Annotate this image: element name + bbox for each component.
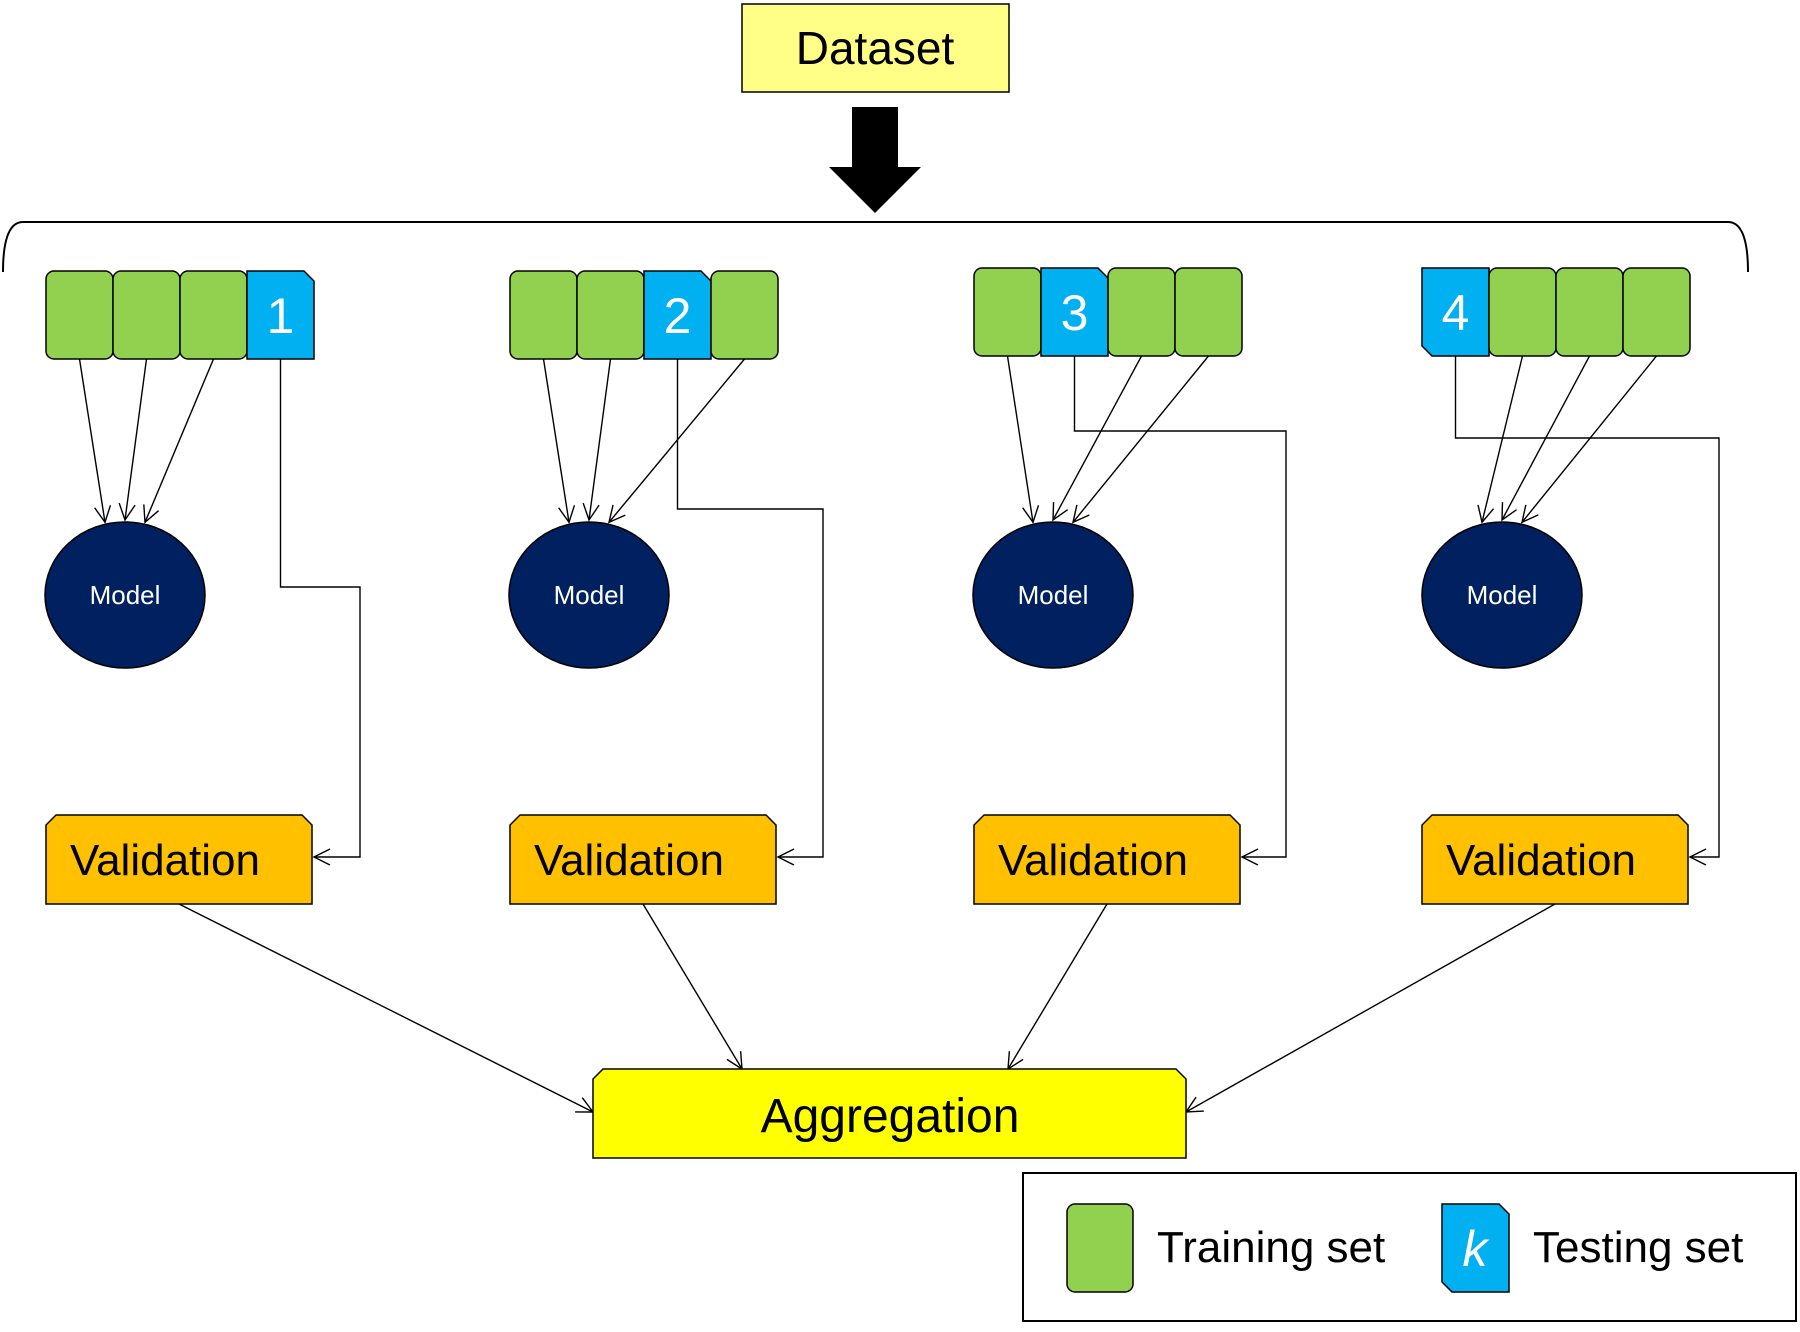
training-arrow xyxy=(78,358,112,524)
training-arrow xyxy=(1072,355,1210,524)
training-segment xyxy=(45,270,114,360)
training-arrow xyxy=(608,358,746,524)
dataset-label: Dataset xyxy=(796,22,955,74)
training-segment xyxy=(509,270,578,360)
training-segment xyxy=(179,270,248,360)
aggregation-node: Aggregation xyxy=(592,1068,1187,1159)
training-arrow xyxy=(1521,355,1658,524)
validation-box xyxy=(973,814,1241,905)
training-segment xyxy=(576,270,645,360)
training-segment xyxy=(710,270,779,360)
training-segment xyxy=(1174,267,1243,357)
aggregation-arrow xyxy=(1184,903,1556,1113)
aggregation-label: Aggregation xyxy=(761,1090,1020,1143)
training-segment xyxy=(1622,267,1691,357)
aggregation-box xyxy=(592,1068,1187,1159)
validation-box xyxy=(1421,814,1689,905)
testing-route xyxy=(1073,356,1287,866)
testing-segment-label: 2 xyxy=(664,288,692,344)
training-segment xyxy=(112,270,181,360)
legend-training-swatch xyxy=(1066,1203,1134,1293)
legend-testing-swatch xyxy=(1441,1203,1510,1293)
dataset-box xyxy=(741,3,1010,93)
training-segment xyxy=(973,267,1042,357)
training-arrow xyxy=(143,358,215,524)
training-arrow xyxy=(1052,355,1143,522)
validation-label: Validation xyxy=(534,836,724,885)
testing-segment-label: 3 xyxy=(1061,285,1089,341)
split-arrow-icon xyxy=(829,107,921,213)
legend-box xyxy=(1022,1172,1797,1322)
testing-route xyxy=(676,359,824,866)
model-label: Model xyxy=(1018,580,1089,610)
validation-box xyxy=(509,814,777,905)
training-segment xyxy=(1107,267,1176,357)
model-node xyxy=(972,521,1134,669)
model-node xyxy=(1421,521,1583,669)
model-node xyxy=(508,521,670,669)
legend-training-label: Training set xyxy=(1157,1223,1385,1272)
validation-box xyxy=(45,814,313,905)
validation-label: Validation xyxy=(998,836,1188,885)
dataset-node: Dataset xyxy=(741,3,1010,93)
testing-segment-label: 4 xyxy=(1442,285,1470,341)
training-arrow xyxy=(1477,355,1524,524)
aggregation-arrow xyxy=(178,903,595,1113)
validation-label: Validation xyxy=(1446,836,1636,885)
aggregation-arrow xyxy=(1007,903,1108,1071)
validation-label: Validation xyxy=(70,836,260,885)
legend: Training set k Testing set xyxy=(1022,1172,1797,1322)
training-segment xyxy=(1488,267,1557,357)
training-arrow xyxy=(542,358,576,524)
testing-route xyxy=(1454,356,1720,866)
model-label: Model xyxy=(1467,580,1538,610)
training-arrow xyxy=(1006,355,1040,524)
training-segment xyxy=(1555,267,1624,357)
training-arrow xyxy=(118,358,148,522)
testing-segment xyxy=(246,270,315,360)
model-label: Model xyxy=(554,580,625,610)
folds-brace xyxy=(2,221,1749,273)
aggregation-arrow xyxy=(642,903,743,1071)
model-label: Model xyxy=(90,580,161,610)
model-node xyxy=(44,521,206,669)
testing-route xyxy=(279,359,361,866)
legend-testing-symbol: k xyxy=(1463,1221,1491,1277)
testing-segment-label: 1 xyxy=(267,288,295,344)
testing-segment xyxy=(1421,267,1490,357)
training-arrow xyxy=(582,358,612,522)
legend-testing-label: Testing set xyxy=(1533,1223,1743,1272)
